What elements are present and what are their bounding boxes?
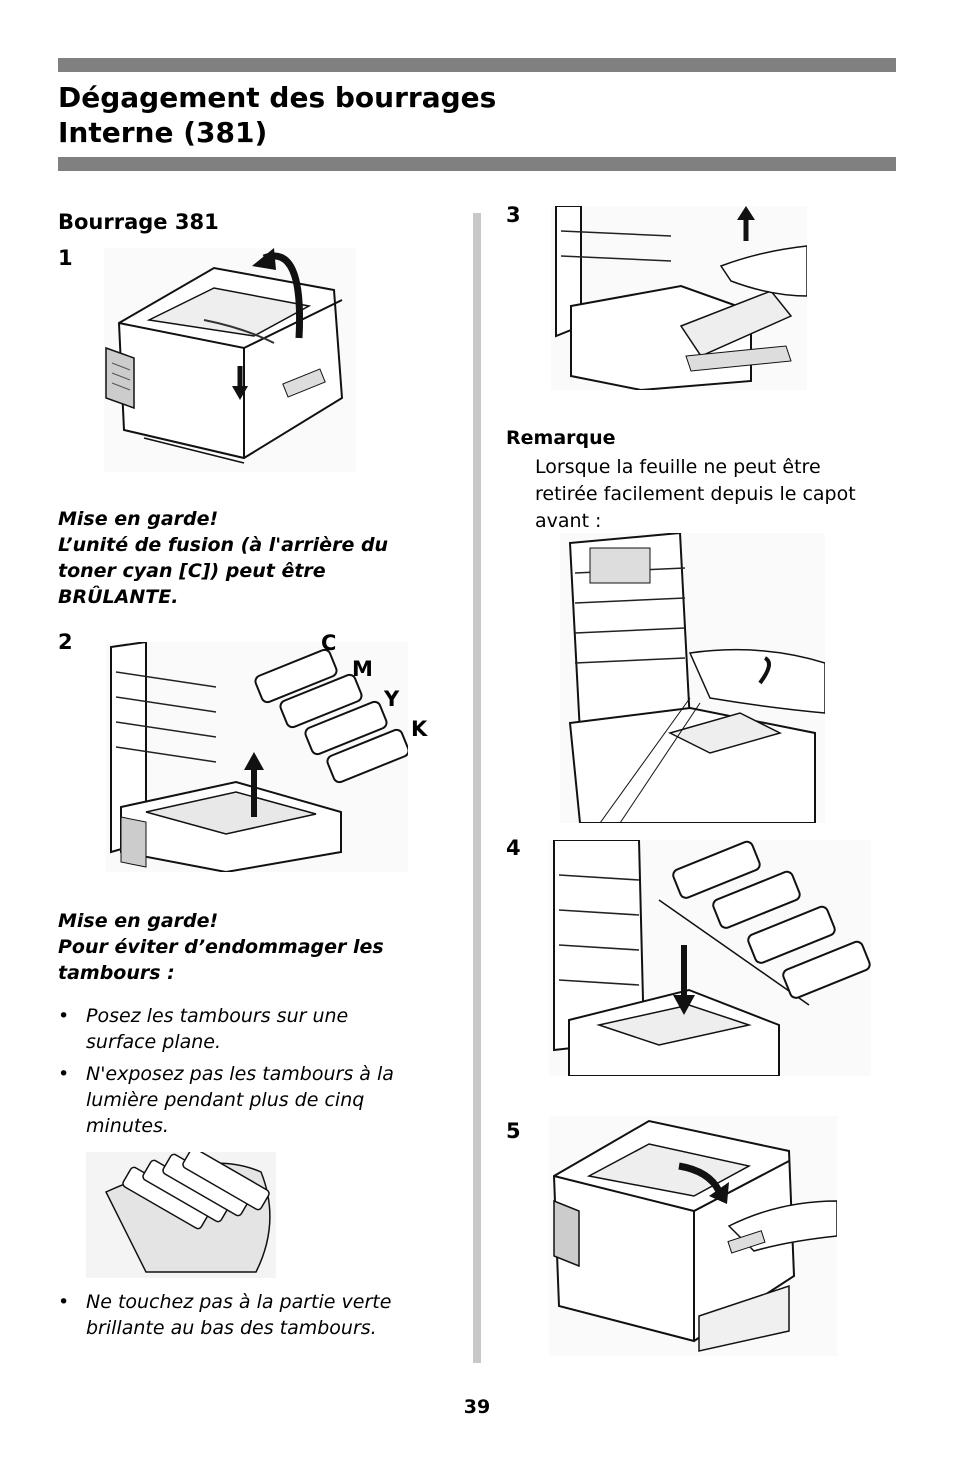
step-number-3: 3 — [506, 203, 521, 227]
remark-line: retirée facilement depuis le capot — [535, 483, 856, 505]
drums-covered-illustration — [86, 1152, 276, 1278]
caution-line: BRÛLANTE. — [58, 586, 179, 608]
caution-line: Mise en garde! — [58, 508, 219, 530]
step-number-4: 4 — [506, 836, 521, 860]
drum-label-c: C — [321, 631, 337, 655]
bullet-line: surface plane. — [86, 1031, 222, 1053]
caution-line: tambours : — [58, 962, 175, 984]
pull-sheet-illustration — [551, 206, 807, 390]
bullet-symbol: • — [58, 1005, 70, 1027]
page-title: Dégagement des bourrages Interne (381) — [58, 80, 496, 150]
drum-label-m: M — [352, 657, 373, 681]
bullet-item: • N'exposez pas les tambours à la lumièr… — [58, 1061, 448, 1139]
bullet-line: N'exposez pas les tambours à la — [86, 1063, 394, 1085]
caution-line: Mise en garde! — [58, 910, 219, 932]
remark-body: Lorsque la feuille ne peut être retirée … — [535, 454, 856, 535]
drum-label-y: Y — [384, 687, 400, 711]
caution-drums: Mise en garde! Pour éviter d’endommager … — [58, 908, 438, 986]
page-title-line2: Interne (381) — [58, 116, 268, 149]
bullet-item: • Ne touchez pas à la partie verte brill… — [58, 1289, 448, 1341]
close-cover-illustration — [549, 1116, 837, 1356]
title-rule — [58, 157, 896, 171]
bullet-symbol: • — [58, 1291, 70, 1313]
column-divider — [473, 213, 481, 1363]
page-number: 39 — [463, 1396, 491, 1418]
caution-fuser-hot: Mise en garde! L’unité de fusion (à l'ar… — [58, 506, 438, 610]
caution-line: L’unité de fusion (à l'arrière du — [58, 534, 389, 556]
bullet-symbol: • — [58, 1063, 70, 1085]
bullet-line: Ne touchez pas à la partie verte — [86, 1291, 392, 1313]
bullet-line: Posez les tambours sur une — [86, 1005, 349, 1027]
bullet-line: brillante au bas des tambours. — [86, 1317, 377, 1339]
step-number-2: 2 — [58, 630, 73, 654]
printer-open-cover-illustration — [104, 248, 356, 472]
step-number-5: 5 — [506, 1119, 521, 1143]
bullet-line: lumière pendant plus de cinq — [86, 1089, 365, 1111]
top-rule — [58, 58, 896, 72]
remark-line: avant : — [535, 510, 602, 532]
bullet-line: minutes. — [86, 1115, 169, 1137]
front-cover-jam-illustration — [560, 533, 825, 823]
section-heading: Bourrage 381 — [58, 210, 219, 234]
caution-line: Pour éviter d’endommager les — [58, 936, 384, 958]
bullet-item: • Posez les tambours sur une surface pla… — [58, 1003, 448, 1055]
remove-drums-illustration — [106, 642, 408, 872]
caution-line: toner cyan [C]) peut être — [58, 560, 326, 582]
remark-title: Remarque — [506, 427, 616, 449]
remark-line: Lorsque la feuille ne peut être — [535, 456, 821, 478]
drum-label-k: K — [411, 717, 428, 741]
reinstall-drums-illustration — [549, 840, 871, 1076]
page-title-line1: Dégagement des bourrages — [58, 81, 497, 114]
step-number-1: 1 — [58, 246, 73, 270]
